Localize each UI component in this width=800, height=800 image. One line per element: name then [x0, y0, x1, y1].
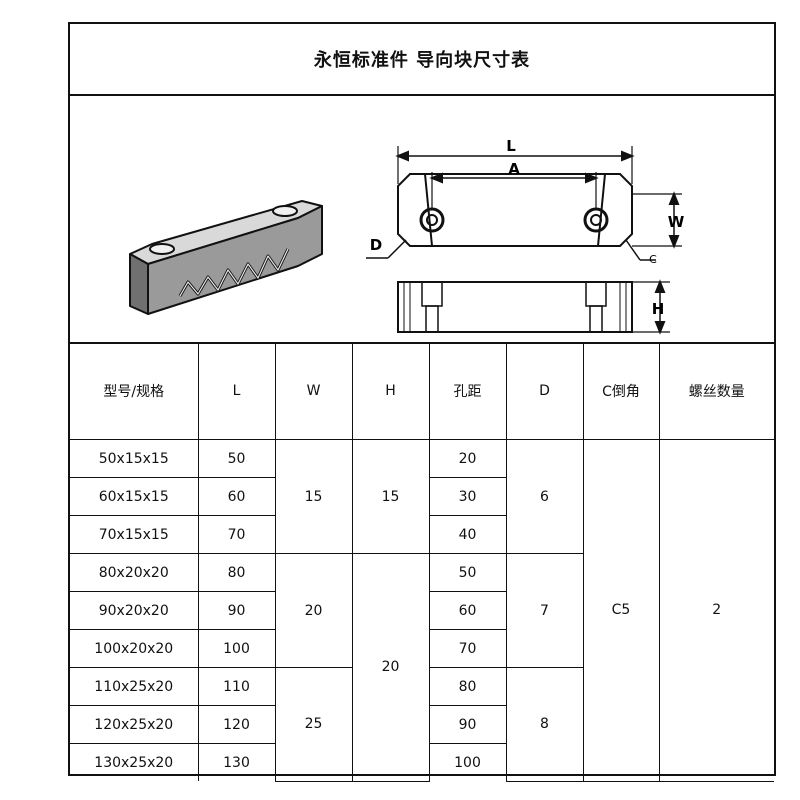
- cell-L: 130: [197, 743, 276, 781]
- cell-L: 90: [197, 591, 276, 630]
- header-screw-count: 螺丝数量: [658, 342, 774, 440]
- cell-hole-pitch: 100: [428, 743, 506, 781]
- top-view-outline: [397, 173, 633, 247]
- cell-L: 110: [197, 667, 276, 706]
- top-view-hole-left: [419, 207, 445, 233]
- dim-label-D: D: [370, 236, 382, 254]
- hole-right: [272, 205, 298, 217]
- header-hole-pitch: 孔距: [428, 342, 507, 440]
- cell-L: 120: [197, 705, 276, 744]
- cell-hole-pitch: 40: [428, 515, 506, 554]
- spec-table: 型号/规格 L W H 孔距 D C倒角 螺丝数量 50x15x15 50 15…: [70, 342, 774, 782]
- cell-model: 110x25x20: [70, 667, 199, 706]
- wavy-groove-highlight: [179, 248, 289, 297]
- front-view-counterbore-right: [585, 281, 607, 307]
- cell-hole-pitch: 50: [428, 553, 507, 592]
- table-row: 100x20x20 100 70: [70, 629, 774, 668]
- table-row: 80x20x20 80 20 20 50 7: [70, 553, 774, 782]
- isometric-block-illustration: [129, 200, 323, 315]
- front-view-counterbore-left: [421, 281, 443, 307]
- cell-hole-pitch: 90: [428, 705, 506, 744]
- cell-hole-pitch: 70: [428, 629, 506, 668]
- header-W: W: [274, 342, 353, 440]
- table-row: 90x20x20 90 60: [70, 591, 774, 630]
- cell-model: 130x25x20: [70, 743, 199, 781]
- drawing-area: L A W D C H: [70, 94, 774, 344]
- front-view-bolt-left: [425, 305, 439, 333]
- cell-screw-count: 2: [658, 439, 774, 782]
- cell-D: 8: [505, 667, 583, 782]
- cell-L: 70: [197, 515, 276, 554]
- hole-left: [149, 243, 175, 255]
- cell-hole-pitch: 60: [428, 591, 506, 630]
- cell-model: 100x20x20: [70, 629, 199, 668]
- table-header-row: 型号/规格 L W H 孔距 D C倒角 螺丝数量: [70, 342, 774, 440]
- cell-H: 20: [351, 553, 430, 782]
- cell-L: 50: [197, 439, 276, 478]
- cell-model: 80x20x20: [70, 553, 199, 592]
- cell-D: 6: [505, 439, 584, 554]
- cell-H: 15: [351, 439, 430, 554]
- cell-hole-pitch: 30: [428, 477, 506, 516]
- table-row: 50x15x15 50 15 15 20 6 C5 2: [70, 439, 774, 782]
- dim-label-A: A: [508, 160, 520, 178]
- dim-label-L: L: [506, 137, 516, 155]
- top-view-drawing: [366, 146, 682, 261]
- cell-L: 60: [197, 477, 276, 516]
- header-L: L: [197, 342, 276, 440]
- front-view-drawing: [397, 279, 670, 335]
- cell-model: 120x25x20: [70, 705, 199, 744]
- dim-label-W: W: [668, 213, 685, 231]
- dim-label-H: H: [652, 300, 665, 318]
- header-H: H: [351, 342, 430, 440]
- table-row: 60x15x15 60 30: [70, 477, 774, 516]
- header-chamfer: C倒角: [582, 342, 660, 440]
- header-D: D: [505, 342, 584, 440]
- table-row: 120x25x20 120 90: [70, 705, 774, 744]
- cell-W: 15: [274, 439, 353, 554]
- page-frame: 永恒标准件 导向块尺寸表: [68, 22, 776, 782]
- cell-L: 80: [197, 553, 276, 592]
- cell-model: 50x15x15: [70, 439, 199, 478]
- cell-W: 20: [274, 553, 353, 668]
- cell-model: 60x15x15: [70, 477, 199, 516]
- cell-hole-pitch: 20: [428, 439, 507, 478]
- header-model: 型号/规格: [70, 342, 199, 440]
- cell-model: 70x15x15: [70, 515, 199, 554]
- cell-model: 90x20x20: [70, 591, 199, 630]
- table-row: 130x25x20 130 100: [70, 743, 774, 781]
- block-front-face: [129, 253, 149, 315]
- page-title: 永恒标准件 导向块尺寸表: [70, 24, 774, 96]
- technical-drawing: L A W D C H: [129, 137, 685, 335]
- table-row: 70x15x15 70 40: [70, 515, 774, 554]
- cell-W: 25: [274, 667, 353, 782]
- front-view-outline: [397, 281, 633, 333]
- cell-D: 7: [505, 553, 583, 668]
- top-view-hole-right: [583, 207, 609, 233]
- cell-chamfer: C5: [582, 439, 660, 782]
- dim-label-C: C: [649, 253, 657, 266]
- front-view-bolt-right: [589, 305, 603, 333]
- cell-hole-pitch: 80: [428, 667, 507, 706]
- cell-L: 100: [197, 629, 276, 668]
